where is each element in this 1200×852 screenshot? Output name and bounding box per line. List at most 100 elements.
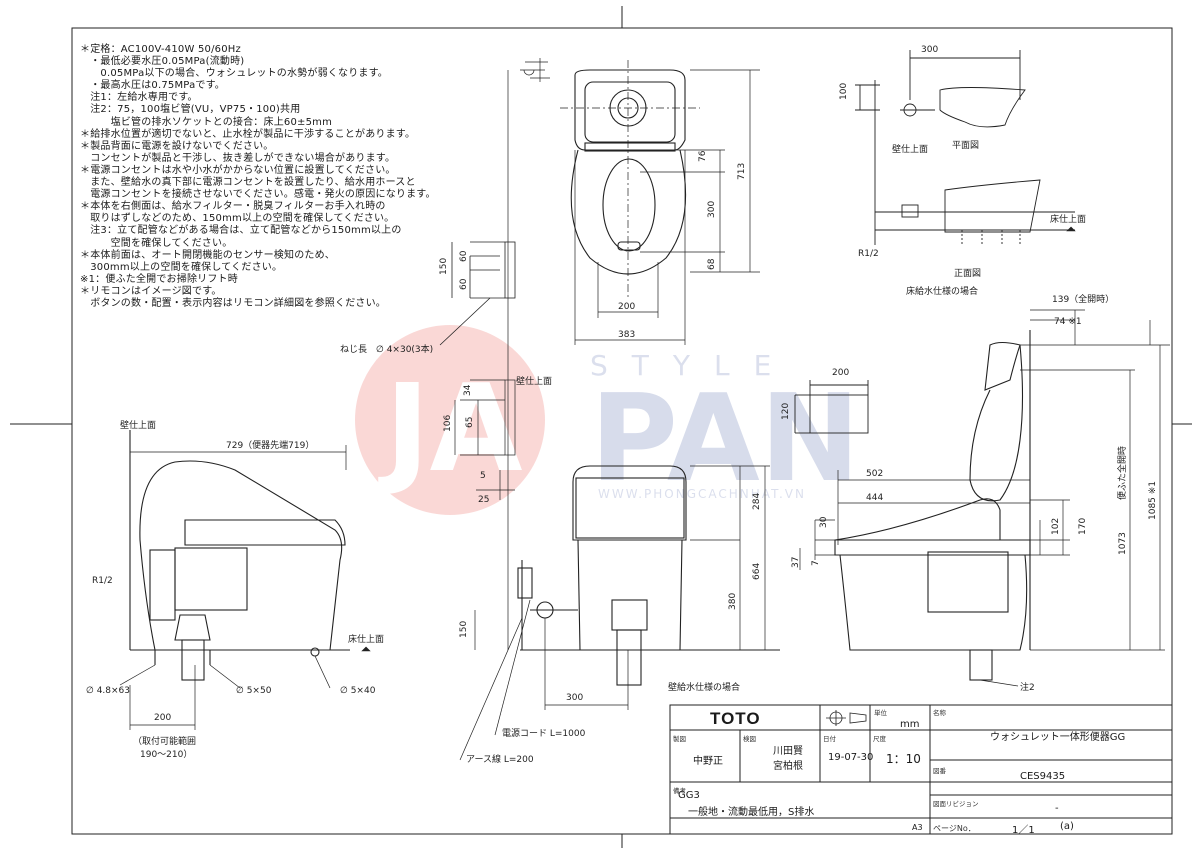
dim-664: 664 [752, 563, 762, 580]
page-value: 1／1 [1012, 825, 1035, 836]
note-line: 取りはずしなどのため、150mm以上の空間を確保してください。 [80, 213, 395, 225]
dim-300-front: 300 [566, 693, 583, 703]
drafter-value: 中野正 [693, 756, 723, 767]
remote-plate-top [439, 241, 516, 346]
note-line: ・最高水圧は0.75MPaです。 [80, 80, 226, 92]
title-block [669, 704, 1173, 835]
remarks-label: 備考 [673, 787, 686, 795]
dim-1085: 1085 ※1 [1148, 481, 1158, 520]
remark-2: 一般地・流動最低用，S排水 [688, 807, 815, 818]
label-wall-finish-left: 壁仕上面 [120, 419, 156, 431]
dim-100: 100 [839, 83, 849, 100]
dim-68: 68 [707, 258, 717, 270]
page-suffix: (a) [1060, 821, 1074, 832]
notes-block: ＊定格：AC100V-410W 50/60Hz ・最低必要水圧0.05MPa(流… [80, 44, 436, 310]
note-line: 300mm以上の空間を確保してください。 [80, 261, 283, 273]
watermark-brand: PAN [590, 370, 860, 509]
side-view-left [129, 430, 350, 681]
label-floor-finish-top: 床仕上面 [1050, 213, 1086, 225]
floor-supply-detail [855, 50, 1075, 245]
note-line: ※1：便ふた全開でお掃除リフト時 [80, 273, 238, 285]
toto-logo: TOTO [710, 709, 761, 728]
dim-729: 729（便器先端719） [226, 439, 314, 451]
side-view-right [834, 330, 1031, 681]
dim-120: 120 [781, 403, 791, 420]
date-label: 日付 [823, 735, 836, 743]
dim-37: 37 [791, 557, 801, 568]
dim-60-a: 60 [459, 250, 469, 262]
label-screw-length: ねじ長 ∅ 4×30(3本) [340, 343, 433, 355]
dim-60-b: 60 [459, 278, 469, 290]
note-line: ボタンの数・配置・表示内容はリモコン詳細図を参照ください。 [80, 297, 386, 309]
revision-value: - [1055, 803, 1059, 814]
watermark-circle [355, 325, 545, 515]
floor-mark-right [1066, 226, 1076, 232]
label-r12-top: R1/2 [858, 249, 879, 259]
dim-76: 76 [698, 150, 708, 162]
label-note2-ref: 注2 [1020, 681, 1035, 693]
dim-150-top: 150 [439, 258, 449, 275]
note-line: また、壁給水の真下部に電源コンセントを設置したり、給水用ホースと [80, 177, 416, 189]
dim-150-front: 150 [459, 621, 469, 638]
label-floor-finish-left: 床仕上面 [348, 633, 384, 645]
label-dia-5x50: ∅ 5×50 [236, 686, 272, 696]
label-front-view: 正面図 [954, 268, 981, 279]
label-wall-finish-top: 壁仕上面 [892, 143, 928, 155]
note-line: ＊定格：AC100V-410W 50/60Hz [80, 44, 241, 55]
remark-1: GG3 [678, 790, 700, 801]
label-dia-5x40: ∅ 5×40 [340, 686, 376, 696]
dim-lid-open: 便ふた全開時 [1116, 446, 1128, 500]
label-earth-wire: アース線 L=200 [466, 753, 534, 765]
dim-65: 65 [465, 417, 475, 428]
floor-mark-left [361, 646, 371, 652]
dim-380: 380 [728, 593, 738, 610]
dim-200-plan: 200 [618, 302, 635, 312]
dim-106: 106 [443, 415, 453, 432]
revision-label: 図面リビジョン [933, 800, 979, 808]
checker-value-1: 川田賢 [773, 746, 803, 757]
dim-383: 383 [618, 330, 635, 340]
dim-300-plan: 300 [707, 201, 717, 218]
label-floor-supply-case: 床給水仕様の場合 [906, 285, 978, 297]
sheet-size: A3 [912, 823, 923, 832]
drawing-no-label: 図番 [933, 767, 946, 775]
dim-34: 34 [463, 384, 473, 396]
dim-74: 74 ※1 [1054, 317, 1082, 327]
dim-30: 30 [819, 516, 829, 528]
date-value: 19-07-30 [828, 752, 874, 763]
note-line: 塩ビ管の排水ソケットとの接合：床上60±5mm [80, 116, 333, 128]
dim-7: 7 [811, 560, 821, 566]
label-wall-finish-mid: 壁仕上面 [516, 375, 552, 387]
label-plan-view: 平面図 [952, 140, 979, 151]
note-line: 電源コンセントを接続させないでください。感電・発火の原因になります。 [80, 189, 436, 201]
projection-symbol-icon [826, 710, 867, 726]
dim-102: 102 [1051, 518, 1061, 535]
dim-25: 25 [478, 495, 489, 505]
label-dia-4-8x63: ∅ 4.8×63 [86, 686, 130, 696]
remote-box [794, 380, 869, 434]
note-line: 注2：75，100塩ビ管(VU，VP75・100)共用 [80, 104, 301, 116]
unit-value: mm [900, 719, 920, 730]
note-line: ＊製品背面に電源を設けないでください。 [80, 140, 274, 152]
dim-444: 444 [866, 493, 883, 503]
note-line: ＊本体前面は、オート開閉機能のセンサー検知のため、 [80, 249, 335, 261]
label-install-range-1: （取付可能範囲 [133, 735, 196, 747]
note-line: ＊電源コンセントは水や小水がかからない位置に設置してください。 [80, 164, 396, 176]
dim-170: 170 [1078, 518, 1088, 535]
note-line: コンセントが製品と干渉し、抜き差しができない場合があります。 [80, 152, 396, 164]
dim-713: 713 [737, 163, 747, 180]
watermark-ja-mark: JA [378, 360, 523, 499]
label-r12-left: R1/2 [92, 576, 113, 586]
note-line: 注3：立て配管などがある場合は、立て配管などから150mm以上の [80, 225, 402, 237]
scale-value: 1：10 [886, 752, 921, 766]
note-line: 注1：左給水専用です。 [80, 92, 198, 104]
page-label: ページNo． [933, 824, 976, 833]
scale-label: 尺度 [873, 735, 886, 743]
watermark: JA STYLE PAN WWW.PHONGCACHNHAT.VN [355, 325, 860, 515]
note-line: ＊給排水位置が適切でないと、止水栓が製品に干渉することがあります。 [80, 128, 416, 140]
name-label: 名称 [933, 709, 946, 717]
label-power-cord: 電源コード L=1000 [502, 728, 586, 739]
watermark-url: WWW.PHONGCACHNHAT.VN [598, 487, 806, 501]
note-line: ＊リモコンはイメージ図です。 [80, 285, 222, 297]
